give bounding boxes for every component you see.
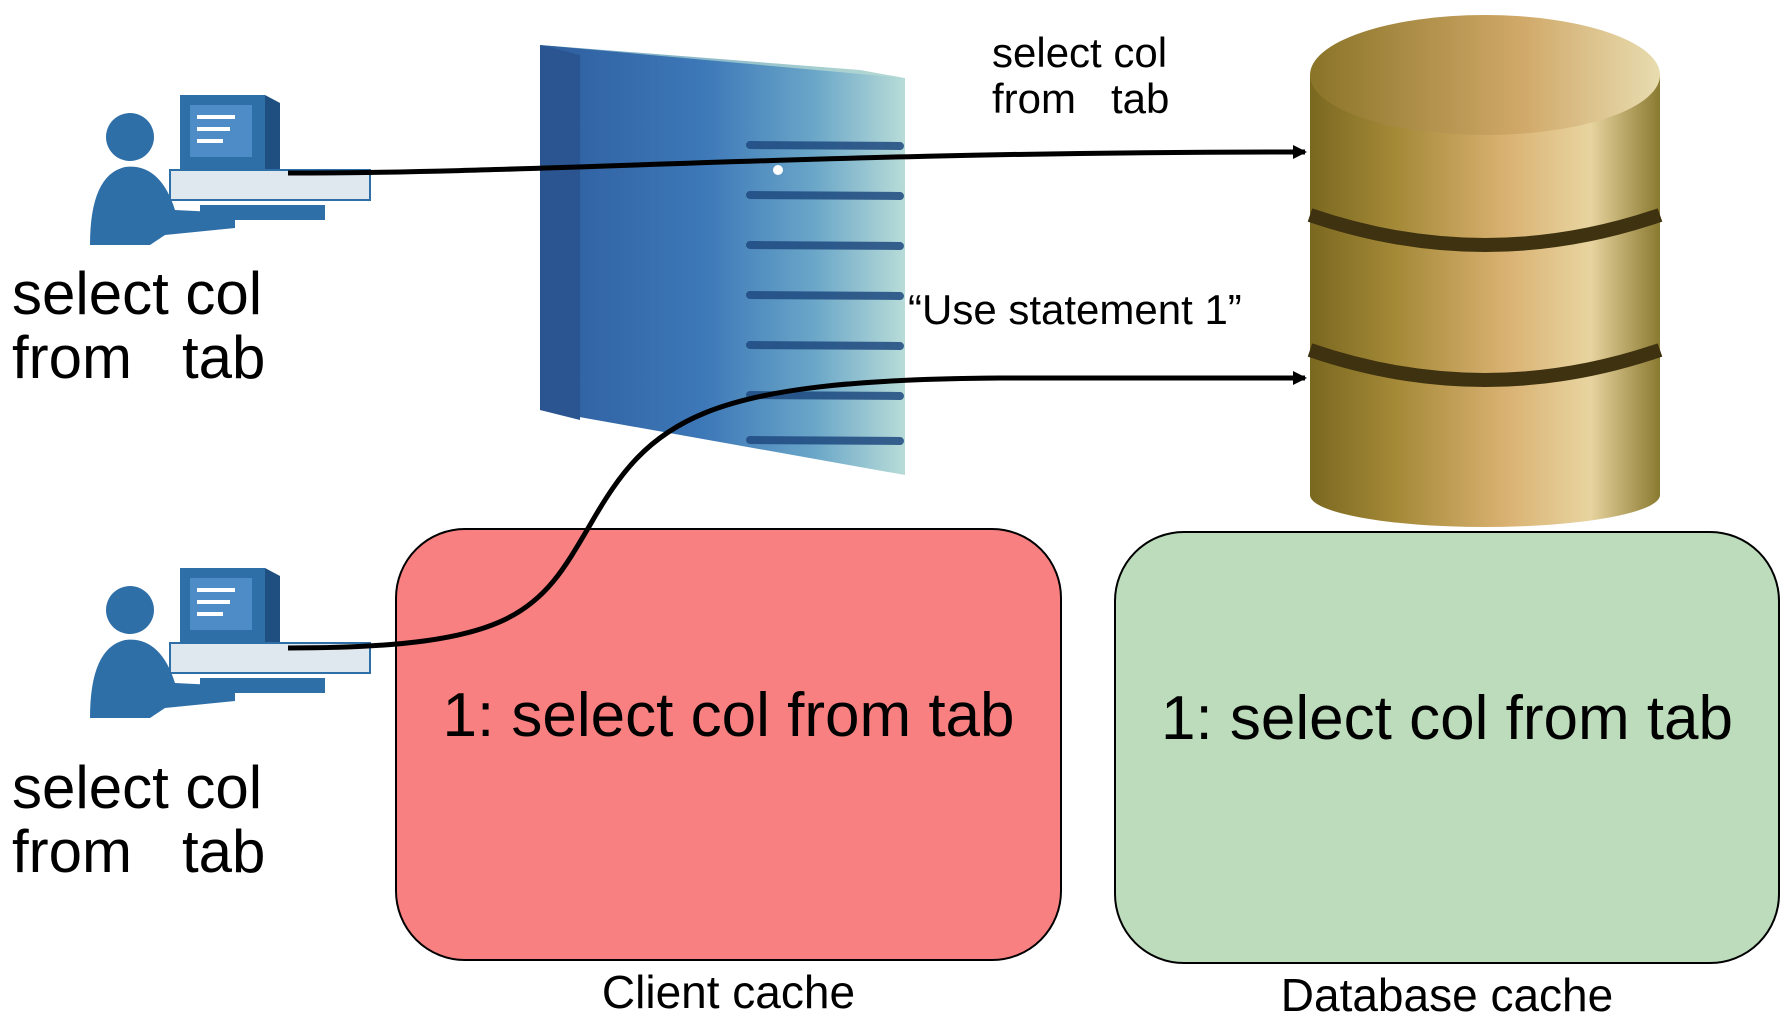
client-cache-caption: Client cache <box>601 966 856 1018</box>
database-cache-caption: Database cache <box>1280 969 1614 1021</box>
client-query-text: select col from tab <box>12 756 265 884</box>
arrow-label-line-1: select col <box>992 29 1168 76</box>
client-query-text: select col from tab <box>12 262 265 390</box>
query-line-1: select col <box>12 260 263 327</box>
client-cache-box: 1: select col from tab <box>395 528 1062 961</box>
query-arrow <box>287 145 1307 176</box>
client-cache-entry: 1: select col from tab <box>442 681 1015 750</box>
query-line-2: from tab <box>12 818 266 885</box>
query-line-1: select col <box>12 754 263 821</box>
client-user-icon <box>90 95 371 245</box>
query-line-2: from tab <box>12 324 266 391</box>
use-statement-label: “Use statement 1” <box>908 286 1242 333</box>
database-cache-entry: 1: select col from tab <box>1160 684 1734 753</box>
database-cache-box: 1: select col from tab <box>1114 531 1780 964</box>
arrow-label-line-2: from tab <box>992 75 1170 122</box>
server-icon <box>540 45 905 475</box>
use-statement-arrow <box>287 371 1307 651</box>
query-arrow-label: select col from tab <box>992 30 1169 122</box>
client-user-icon <box>90 568 371 718</box>
database-icon <box>1307 15 1663 527</box>
